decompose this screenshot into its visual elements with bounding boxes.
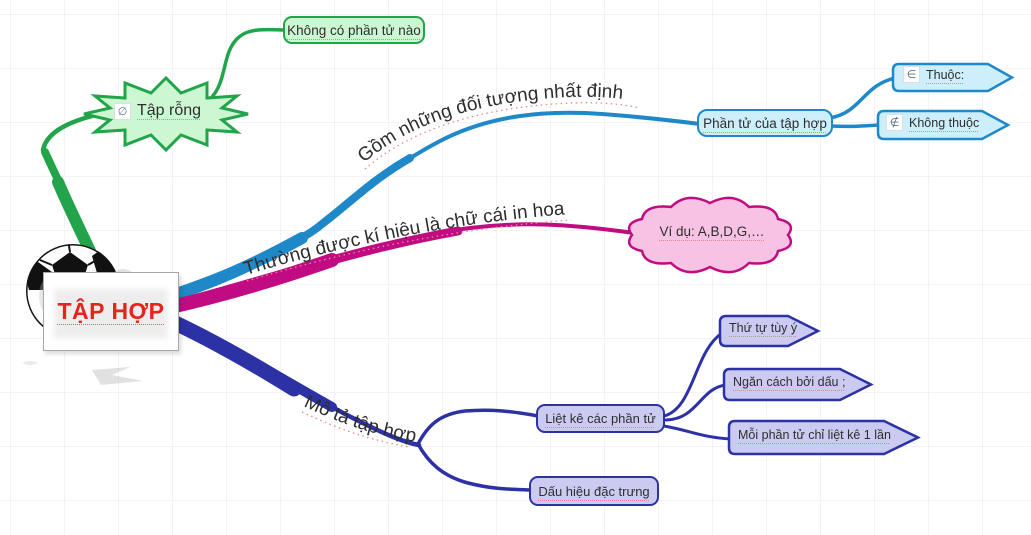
arrow-shape-khong-thuoc[interactable] xyxy=(876,109,1011,141)
leaf-thu-tu-tuy-y[interactable]: Thứ tự tùy ý xyxy=(729,321,797,335)
leaf-vi-du-label: Ví dụ: A,B,D,G,… xyxy=(659,224,765,239)
root-node-texture xyxy=(54,289,168,338)
node-tap-rong[interactable]: ∅ Tập rỗng xyxy=(114,102,201,120)
leaf-khong-thuoc-label: Không thuộc xyxy=(909,115,980,130)
node-phan-tu-label: Phần tử của tập hợp xyxy=(703,115,827,131)
cloud-shape[interactable] xyxy=(627,196,793,274)
arrow-shape-ngan-cach[interactable] xyxy=(722,367,874,402)
node-dau-hieu-dac-trung[interactable]: Dấu hiệu đặc trưng xyxy=(529,476,659,506)
branch-label-description[interactable]: Mô tả tập hợp xyxy=(301,392,418,447)
leaf-ngan-cach-label: Ngăn cách bởi dấu ; xyxy=(733,375,846,389)
arrow-shape-thuoc[interactable] xyxy=(891,62,1015,93)
branch-elements xyxy=(160,76,897,303)
root-node[interactable]: TẬP HỢP xyxy=(43,272,179,351)
not-element-of-symbol-icon: ∉ xyxy=(886,114,903,131)
leaf-vi-du[interactable]: Ví dụ: A,B,D,G,… xyxy=(648,224,776,239)
leaf-thuoc-label: Thuộc: xyxy=(926,67,965,82)
leaf-ngan-cach-boi-dau[interactable]: Ngăn cách bởi dấu ; xyxy=(733,375,845,389)
leaf-moi-phan-tu[interactable]: Mỗi phần tử chỉ liệt kê 1 lần xyxy=(738,428,891,442)
leaf-moi-phan-tu-label: Mỗi phần tử chỉ liệt kê 1 lần xyxy=(738,428,891,442)
leaf-khong-thuoc[interactable]: ∉ Không thuộc xyxy=(886,114,979,131)
leaf-thu-tu-tuy-y-label: Thứ tự tùy ý xyxy=(729,321,798,335)
leaf-thuoc[interactable]: ∈ Thuộc: xyxy=(903,66,964,83)
arrow-shape-moi-phan-tu[interactable] xyxy=(727,419,921,456)
node-liet-ke-cac-phan-tu[interactable]: Liệt kê các phần tử xyxy=(536,404,665,433)
node-dau-hieu-label: Dấu hiệu đặc trưng xyxy=(538,483,650,499)
node-liet-ke-label: Liệt kê các phần tử xyxy=(545,411,656,426)
element-of-symbol-icon: ∈ xyxy=(903,66,920,83)
starburst-shape[interactable] xyxy=(83,75,249,153)
leaf-khong-co-phan-tu-label: Không có phần tử nào xyxy=(287,22,421,38)
empty-set-symbol-icon: ∅ xyxy=(114,102,131,120)
branch-label-description-text[interactable]: Mô tả tập hợp xyxy=(301,392,418,447)
leaf-khong-co-phan-tu[interactable]: Không có phần tử nào xyxy=(283,16,425,44)
spellcheck-underline-elements xyxy=(364,102,641,170)
spellcheck-underline-notation xyxy=(246,219,572,282)
arrow-shape-thu-tu[interactable] xyxy=(718,314,821,348)
branch-description xyxy=(152,308,733,492)
node-tap-rong-label: Tập rỗng xyxy=(137,102,202,119)
node-phan-tu-cua-tap-hop[interactable]: Phần tử của tập hợp xyxy=(697,109,833,137)
root-node-title: TẬP HỢP xyxy=(57,298,165,324)
